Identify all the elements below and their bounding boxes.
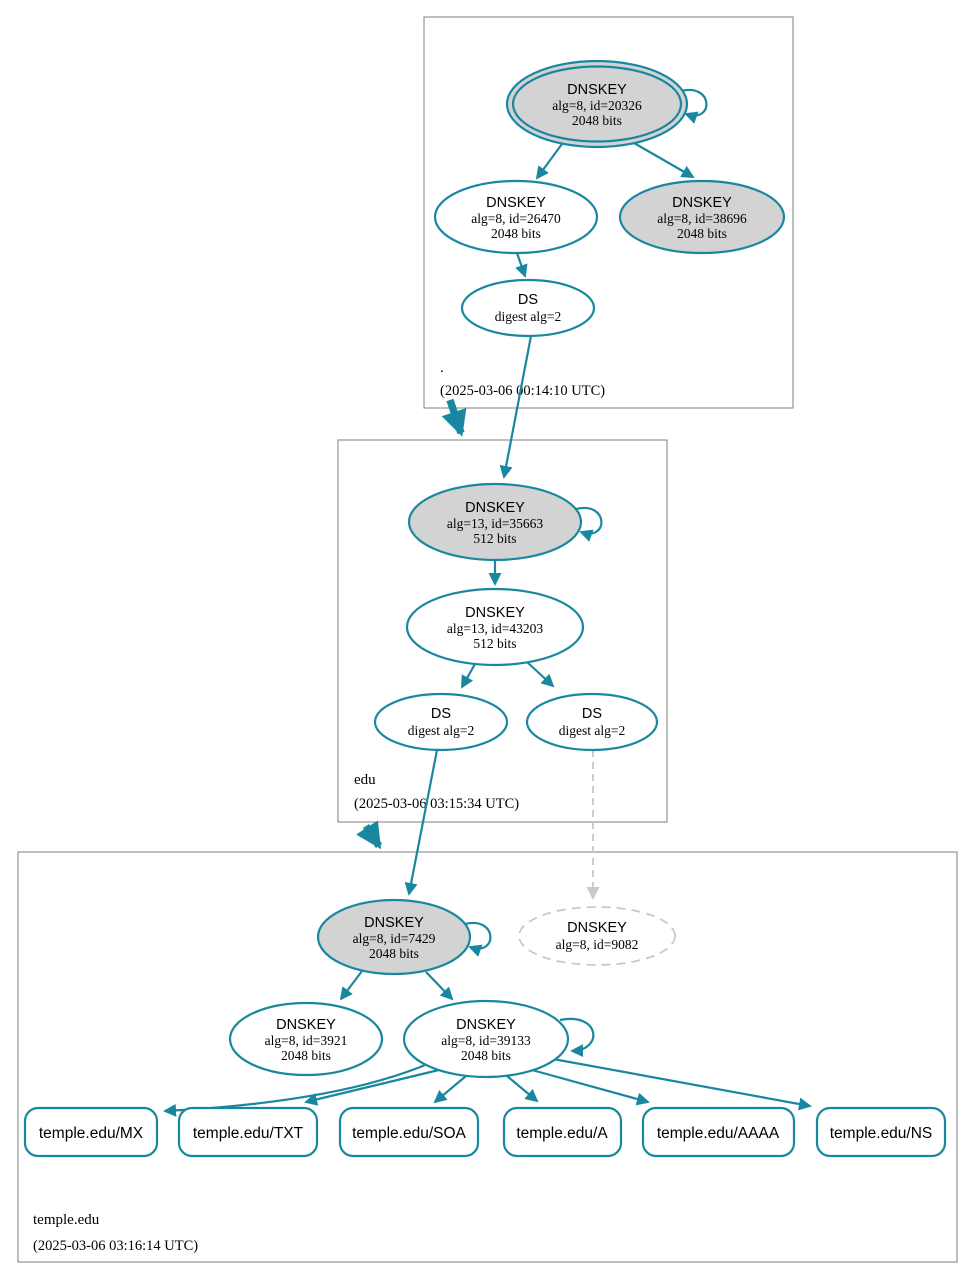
- rrset-label-soa: temple.edu/SOA: [352, 1125, 466, 1142]
- node-dnskey-20326-title: DNSKEY: [567, 82, 627, 98]
- edge-rootds-to-edu-ksk35663: [499, 335, 533, 479]
- node-dnskey-35663[interactable]: DNSKEY alg=13, id=35663 512 bits: [407, 482, 583, 562]
- edge-ksk20326-to-key38696: [633, 142, 695, 178]
- node-dnskey-7429-alg: alg=8, id=7429: [353, 931, 436, 946]
- node-ds-edu-left-digest: digest alg=2: [408, 723, 474, 738]
- rrset-label-aaaa: temple.edu/AAAA: [657, 1125, 780, 1142]
- node-dnskey-35663-bits: 512 bits: [473, 531, 516, 546]
- node-dnskey-38696-bits: 2048 bits: [677, 226, 727, 241]
- node-dnskey-26470-bits: 2048 bits: [491, 226, 541, 241]
- node-dnskey-38696-title: DNSKEY: [672, 195, 732, 211]
- node-dnskey-38696-alg: alg=8, id=38696: [657, 211, 747, 226]
- node-dnskey-26470-alg: alg=8, id=26470: [471, 211, 561, 226]
- edge-zsk43203-to-ds-right: [526, 661, 555, 688]
- node-ds-root-digest: digest alg=2: [495, 309, 561, 324]
- edge-zsk39133-to-a: [506, 1075, 539, 1103]
- node-dnskey-39133-title: DNSKEY: [456, 1017, 516, 1033]
- zone-label-root: .: [440, 360, 444, 376]
- edge-zsk39133-to-ns: [552, 1057, 812, 1111]
- node-dnskey-3921-alg: alg=8, id=3921: [265, 1033, 348, 1048]
- node-dnskey-9082-missing[interactable]: DNSKEY alg=8, id=9082: [518, 906, 676, 966]
- zone-label-temple-edu: temple.edu: [33, 1212, 100, 1228]
- node-dnskey-7429-bits: 2048 bits: [369, 946, 419, 961]
- node-dnskey-26470[interactable]: DNSKEY alg=8, id=26470 2048 bits: [433, 179, 599, 255]
- edge-zsk26470-to-ds: [515, 252, 528, 278]
- edge-zsk43203-to-ds-left: [461, 663, 476, 689]
- node-dnskey-43203[interactable]: DNSKEY alg=13, id=43203 512 bits: [405, 587, 585, 667]
- zone-label-edu: edu: [354, 772, 376, 788]
- node-dnskey-20326[interactable]: DNSKEY alg=8, id=20326 2048 bits: [505, 59, 689, 149]
- edge-selfloop-ksk35663: [575, 506, 603, 542]
- node-rrset-temple-edu-soa[interactable]: temple.edu/SOA: [338, 1106, 480, 1158]
- node-dnskey-43203-title: DNSKEY: [465, 605, 525, 621]
- node-dnskey-9082-alg: alg=8, id=9082: [556, 937, 639, 952]
- node-rrset-temple-edu-aaaa[interactable]: temple.edu/AAAA: [641, 1106, 796, 1158]
- node-rrset-temple-edu-txt[interactable]: temple.edu/TXT: [177, 1106, 319, 1158]
- edge-zsk39133-to-soa: [433, 1075, 467, 1104]
- node-dnskey-7429[interactable]: DNSKEY alg=8, id=7429 2048 bits: [316, 898, 472, 976]
- rrset-label-a: temple.edu/A: [516, 1125, 608, 1142]
- rrset-label-txt: temple.edu/TXT: [193, 1125, 304, 1142]
- edge-delegation-edu-to-temple: [356, 820, 383, 850]
- node-rrset-temple-edu-ns[interactable]: temple.edu/NS: [815, 1106, 947, 1158]
- edge-delegation-root-to-edu: [441, 398, 467, 437]
- node-dnskey-20326-bits: 2048 bits: [572, 113, 622, 128]
- node-dnskey-20326-alg: alg=8, id=20326: [552, 98, 642, 113]
- zone-timestamp-temple-edu: (2025-03-06 03:16:14 UTC): [33, 1238, 198, 1254]
- node-ds-root[interactable]: DS digest alg=2: [460, 278, 596, 338]
- node-rrset-temple-edu-a[interactable]: temple.edu/A: [502, 1106, 623, 1158]
- edge-selfloop-ksk7429: [464, 921, 492, 957]
- edge-zsk39133-to-txt: [304, 1067, 444, 1106]
- edge-selfloop-ksk20326: [680, 88, 708, 124]
- node-dnskey-39133-bits: 2048 bits: [461, 1048, 511, 1063]
- edge-ksk20326-to-zsk26470: [535, 143, 563, 180]
- node-dnskey-35663-title: DNSKEY: [465, 500, 525, 516]
- node-dnskey-3921-bits: 2048 bits: [281, 1048, 331, 1063]
- edge-ksk7429-to-zsk39133: [425, 971, 454, 1001]
- edge-selfloop-zsk39133: [559, 1017, 595, 1058]
- rrset-label-mx: temple.edu/MX: [39, 1125, 144, 1142]
- zone-timestamp-edu: (2025-03-06 03:15:34 UTC): [354, 796, 519, 812]
- zone-timestamp-root: (2025-03-06 00:14:10 UTC): [440, 383, 605, 399]
- rrset-label-ns: temple.edu/NS: [830, 1125, 933, 1142]
- node-ds-edu-left[interactable]: DS digest alg=2: [373, 692, 509, 752]
- node-dnskey-38696[interactable]: DNSKEY alg=8, id=38696 2048 bits: [618, 179, 786, 255]
- node-dnskey-39133-alg: alg=8, id=39133: [441, 1033, 531, 1048]
- node-dnskey-43203-alg: alg=13, id=43203: [447, 621, 543, 636]
- node-ds-edu-right[interactable]: DS digest alg=2: [525, 692, 659, 752]
- node-ds-edu-right-digest: digest alg=2: [559, 723, 625, 738]
- node-ds-edu-left-title: DS: [431, 706, 451, 722]
- edge-eduds-to-temple-ksk7429: [404, 749, 439, 896]
- node-dnskey-35663-alg: alg=13, id=35663: [447, 516, 543, 531]
- node-dnskey-43203-bits: 512 bits: [473, 636, 516, 651]
- edge-zsk39133-to-aaaa: [531, 1068, 650, 1106]
- node-dnskey-3921-title: DNSKEY: [276, 1017, 336, 1033]
- node-ds-edu-right-title: DS: [582, 706, 602, 722]
- node-dnskey-39133[interactable]: DNSKEY alg=8, id=39133 2048 bits: [402, 999, 570, 1079]
- node-rrset-temple-edu-mx[interactable]: temple.edu/MX: [23, 1106, 159, 1158]
- node-dnskey-9082-title: DNSKEY: [567, 920, 627, 936]
- node-ds-root-title: DS: [518, 292, 538, 308]
- node-dnskey-3921[interactable]: DNSKEY alg=8, id=3921 2048 bits: [228, 1001, 384, 1077]
- node-dnskey-26470-title: DNSKEY: [486, 195, 546, 211]
- node-dnskey-7429-title: DNSKEY: [364, 915, 424, 931]
- edge-ksk7429-to-key3921: [339, 970, 363, 1001]
